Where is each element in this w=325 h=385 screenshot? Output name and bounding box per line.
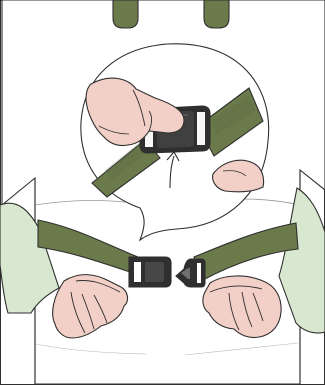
- female-buckle-part: [129, 257, 171, 287]
